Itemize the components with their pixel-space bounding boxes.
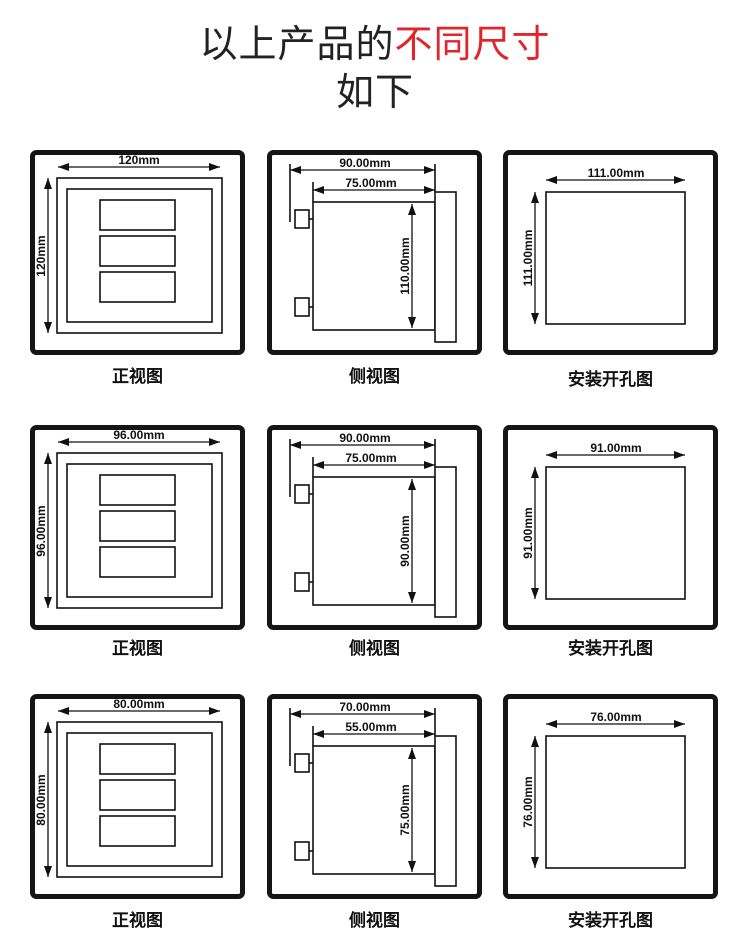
caption-cutout-3: 安装开孔图: [568, 911, 653, 931]
page-subtitle: 如下: [335, 70, 414, 114]
caption-front-3: 正视图: [112, 911, 163, 931]
front-view-panel-2: 96.00mm 96.00mm: [30, 425, 245, 630]
side-body-depth-label-3: 55.00mm: [345, 720, 396, 734]
cutout-width-label-2: 91.00mm: [590, 441, 641, 455]
front-width-label-2: 96.00mm: [113, 428, 164, 442]
cutout-height-label-2: 91.00mm: [521, 507, 535, 558]
caption-front-1: 正视图: [112, 367, 163, 387]
front-view-panel-3: 80.00mm 80.00mm: [30, 694, 245, 899]
side-height-label-3: 75.00mm: [398, 784, 412, 835]
front-view-drawing-2: 96.00mm 96.00mm: [30, 425, 245, 630]
caption-front-2: 正视图: [112, 639, 163, 659]
side-view-drawing-1: 90.00mm 75.00mm 110.00mm: [267, 150, 482, 355]
front-view-drawing-3: 80.00mm 80.00mm: [30, 694, 245, 899]
side-view-drawing-3: 70.00mm 55.00mm 75.00mm: [267, 694, 482, 899]
side-body-depth-label-1: 75.00mm: [345, 176, 396, 190]
cutout-drawing-3: 76.00mm 76.00mm: [503, 694, 718, 899]
title-accent: 不同尺寸: [394, 22, 551, 66]
caption-side-2: 侧视图: [349, 639, 400, 659]
page-title: 以上产品的不同尺寸: [0, 22, 750, 66]
front-view-drawing-1: 120mm 120mm: [30, 150, 245, 355]
front-height-label-2: 96.00mm: [34, 505, 48, 556]
side-total-depth-label-2: 90.00mm: [339, 431, 390, 445]
cutout-height-label-3: 76.00mm: [521, 776, 535, 827]
side-view-panel-3: 70.00mm 55.00mm 75.00mm: [267, 694, 482, 899]
cutout-width-label-3: 76.00mm: [590, 710, 641, 724]
side-view-panel-1: 90.00mm 75.00mm 110.00mm: [267, 150, 482, 355]
cutout-height-label-1: 111.00mm: [521, 230, 535, 287]
cutout-panel-2: 91.00mm 91.00mm: [503, 425, 718, 630]
front-height-label-3: 80.00mm: [34, 774, 48, 825]
caption-side-3: 侧视图: [349, 911, 400, 931]
front-width-label-3: 80.00mm: [113, 697, 164, 711]
front-view-panel-1: 120mm 120mm: [30, 150, 245, 355]
side-height-label-1: 110.00mm: [398, 237, 412, 294]
side-total-depth-label-3: 70.00mm: [339, 700, 390, 714]
caption-cutout-1: 安装开孔图: [568, 370, 653, 390]
cutout-drawing-1: 111.00mm 111.00mm: [503, 150, 718, 355]
title-prefix: 以上产品的: [199, 22, 395, 66]
side-total-depth-label-1: 90.00mm: [339, 156, 390, 170]
cutout-panel-3: 76.00mm 76.00mm: [503, 694, 718, 899]
caption-side-1: 侧视图: [349, 367, 400, 387]
side-body-depth-label-2: 75.00mm: [345, 451, 396, 465]
side-view-drawing-2: 90.00mm 75.00mm 90.00mm: [267, 425, 482, 630]
front-height-label-1: 120mm: [34, 235, 48, 276]
cutout-drawing-2: 91.00mm 91.00mm: [503, 425, 718, 630]
cutout-width-label-1: 111.00mm: [588, 166, 645, 180]
side-view-panel-2: 90.00mm 75.00mm 90.00mm: [267, 425, 482, 630]
caption-cutout-2: 安装开孔图: [568, 639, 653, 659]
front-width-label-1: 120mm: [118, 153, 159, 167]
side-height-label-2: 90.00mm: [398, 515, 412, 566]
cutout-panel-1: 111.00mm 111.00mm: [503, 150, 718, 355]
